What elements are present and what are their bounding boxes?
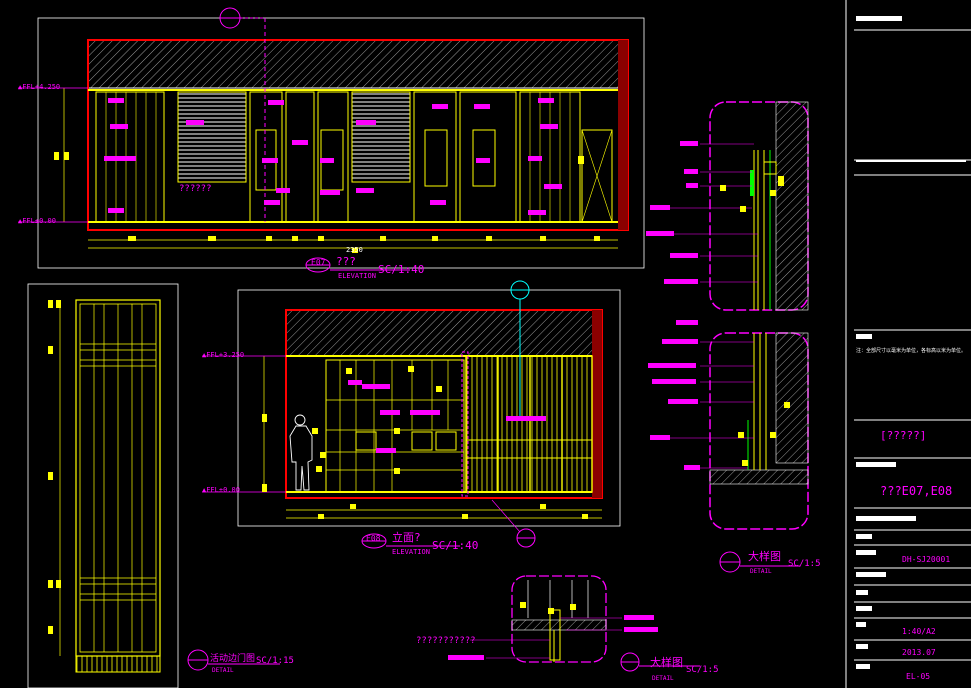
detail-2-scale: SC/1:5 (788, 559, 821, 569)
e08-view-scale: SC/1:40 (432, 539, 479, 552)
e07-overall-dimension: 2350 (346, 246, 363, 254)
detail-3-scale: SC/1:5 (686, 665, 719, 675)
e07-yellow-tags (54, 152, 600, 253)
e08-view-code: E08 (366, 534, 381, 543)
title-block-field-bar-2 (856, 534, 872, 539)
detail-upper-right (660, 101, 809, 311)
e07-view-subtitle: ELEVATION (338, 272, 376, 280)
detail-bottom-tags (448, 615, 658, 660)
e08-top-level: ▲FFL+3.250 (202, 351, 245, 359)
title-block-field-bar-6 (856, 606, 872, 611)
title-block-field-bar-1 (856, 516, 916, 521)
title-block-notes-heading (856, 334, 872, 339)
title-block-drawing-title: ???E07,E08 (880, 484, 953, 498)
title-block-notes: 注：全部尺寸以毫米为单位，各标高以米为单位。 (856, 348, 967, 354)
title-block-logo-bar (856, 16, 902, 21)
e07-view-title: ??? (336, 255, 356, 268)
title-block-field-bar-9 (856, 664, 870, 669)
door-detail-marker (187, 649, 280, 671)
e07-view-marker (305, 257, 410, 273)
detail-2-subtitle: DETAIL (750, 568, 772, 575)
detail-3-subtitle: DETAIL (652, 675, 674, 682)
door-detail-yellow (48, 300, 61, 634)
title-block-rule-1 (856, 160, 966, 162)
e08-view-subtitle: ELEVATION (392, 548, 430, 556)
detail-3-title: 大样图 (650, 656, 683, 669)
e07-callout-left: ?????? (179, 184, 212, 194)
e07-top-level: ▲FFL+4.250 (18, 83, 61, 91)
title-block-field-bar-4 (856, 572, 886, 577)
door-detail-subtitle: DETAIL (212, 667, 234, 674)
title-block-field-bar-3 (856, 550, 876, 555)
e07-view-code: E07 (311, 258, 326, 267)
e07-view-scale: SC/1:40 (378, 263, 425, 276)
e08-callout-note: ??????????? (416, 636, 476, 646)
title-block-sheet-no: EL-05 (906, 672, 931, 681)
detail-upper-yellow (720, 176, 784, 212)
title-block-scale: 1:40/A2 (902, 627, 936, 636)
door-detail-title: 活动边门图 (210, 654, 256, 664)
detail-bottom-yellow (520, 602, 576, 614)
title-block-field-bar-8 (856, 644, 868, 649)
e08-annotations (348, 380, 546, 453)
detail-2-title: 大样图 (748, 550, 781, 563)
e08-view-title: 立面? (392, 531, 421, 544)
title-block-field-bar-5 (856, 590, 868, 595)
title-block-section: [?????] (880, 429, 927, 442)
elevation-e07 (18, 7, 645, 269)
detail-lower-yellow (738, 402, 790, 466)
title-block-date: 2013.07 (902, 648, 936, 657)
detail-lower-right (660, 332, 809, 530)
e08-yellow-tags (262, 366, 588, 519)
title-block-drawing-code: DH-SJ20001 (902, 555, 951, 564)
e07-annotations (104, 98, 562, 215)
detail-lower-tags (648, 339, 700, 470)
detail-bottom-center (470, 575, 700, 672)
detail-2-marker (719, 551, 800, 573)
title-block-heading-bar (856, 462, 896, 467)
detail-upper-tags (646, 141, 698, 325)
door-detail-left (27, 283, 179, 688)
e07-bottom-level: ▲FFL±0.00 (18, 217, 56, 225)
door-detail-scale: SC/1:15 (256, 656, 294, 666)
title-block-field-bar-7 (856, 622, 866, 627)
title-block (845, 0, 971, 688)
e08-bottom-level: ▲FFL±0.00 (202, 486, 240, 494)
